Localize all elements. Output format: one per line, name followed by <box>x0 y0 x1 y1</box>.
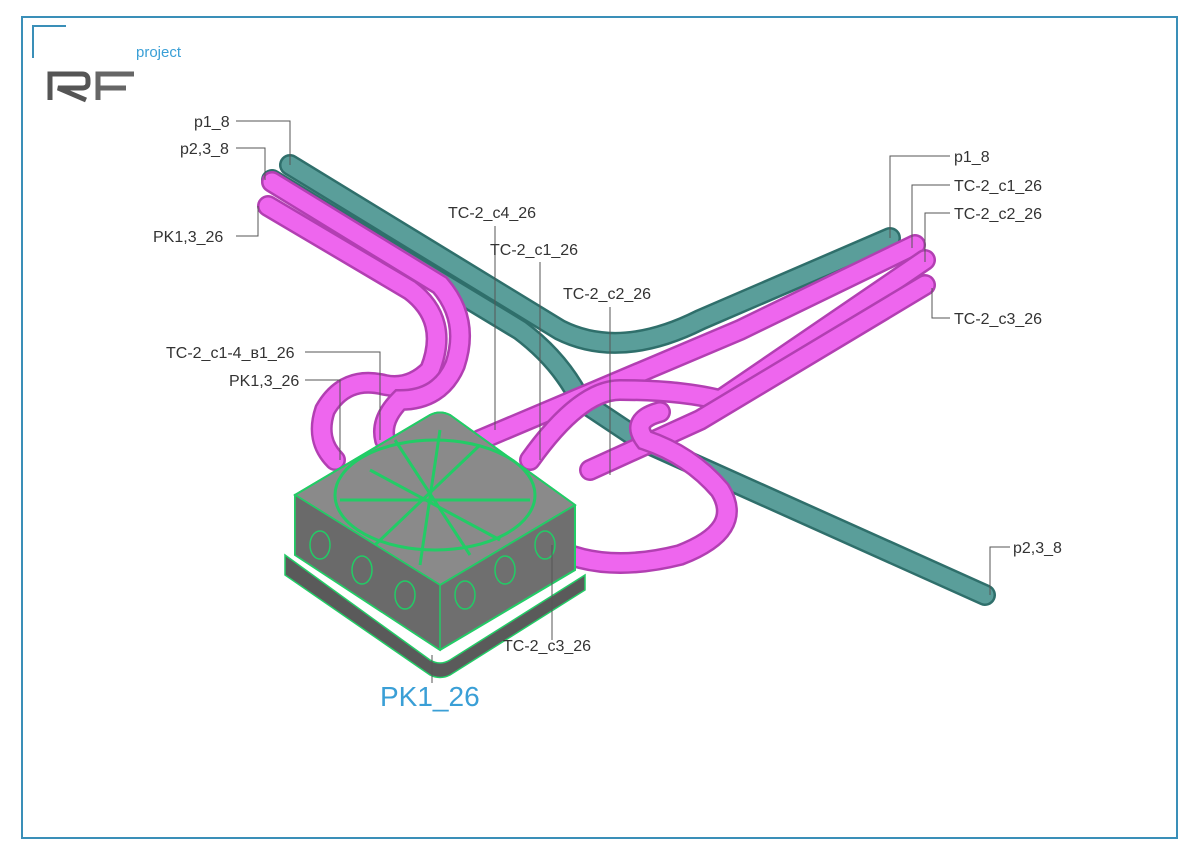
junction-box <box>284 411 586 679</box>
label-tc2-c1-26-right: TC-2_c1_26 <box>954 178 1042 195</box>
label-tc2-c1-26-mid: TC-2_c1_26 <box>490 242 578 259</box>
label-tc2-c14-b1-26: TC-2_c1-4_в1_26 <box>166 345 295 362</box>
sheet-frame <box>21 16 1178 839</box>
label-pk13-26-top: PK1,3_26 <box>153 229 223 246</box>
label-p1-8-right: p1_8 <box>954 149 990 166</box>
logo: project <box>32 25 182 103</box>
labels: p1_8 p2,3_8 PK1,3_26 TC-2_c4_26 TC-2_c1_… <box>153 114 1062 712</box>
logo-rf-mark <box>47 71 134 103</box>
logo-corner-mark <box>32 25 66 58</box>
label-tc2-c3-26-right: TC-2_c3_26 <box>954 311 1042 328</box>
label-p1-8-left: p1_8 <box>194 114 230 131</box>
label-tc2-c2-26-mid: TC-2_c2_26 <box>563 286 651 303</box>
magenta-pipes <box>257 171 936 574</box>
label-tc2-c2-26-right: TC-2_c2_26 <box>954 206 1042 223</box>
label-tc2-c4-26: TC-2_c4_26 <box>448 205 536 222</box>
box-knockouts <box>309 530 556 610</box>
label-p23-8-left: p2,3_8 <box>180 141 229 158</box>
leader-lines <box>236 120 1010 683</box>
label-pk1-26: PK1_26 <box>380 681 480 712</box>
label-tc2-c3-26-bottom: TC-2_c3_26 <box>503 638 591 655</box>
box-lid-pattern <box>333 429 537 566</box>
label-p23-8-right: p2,3_8 <box>1013 540 1062 557</box>
logo-suffix: project <box>136 44 182 61</box>
label-pk13-26-mid: PK1,3_26 <box>229 373 299 390</box>
